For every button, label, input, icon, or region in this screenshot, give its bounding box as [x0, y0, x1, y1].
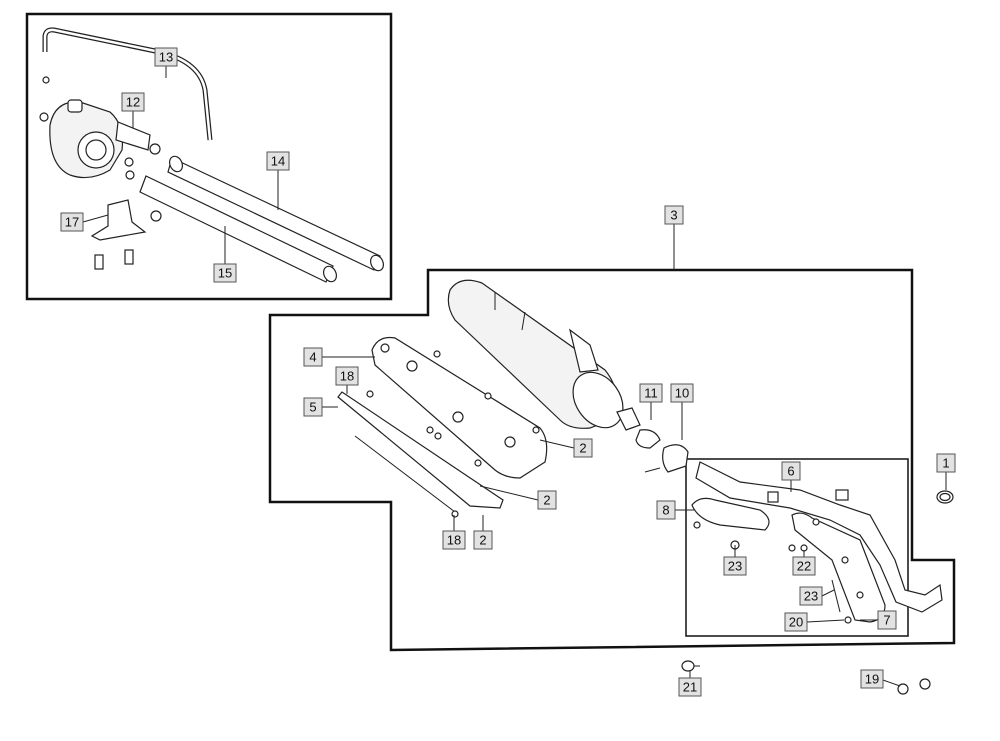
callout-6: 6 [781, 461, 801, 481]
callout-7: 7 [877, 610, 897, 630]
svg-text:3: 3 [670, 208, 677, 223]
svg-text:13: 13 [159, 50, 173, 65]
callout-23-right: 23 [799, 586, 823, 606]
part-15-pipe [139, 175, 338, 283]
svg-text:1: 1 [942, 456, 949, 471]
exhaust-assembly-frame [268, 268, 956, 652]
part-7-heat-shield [791, 512, 886, 623]
part-17-bracket [90, 199, 162, 270]
svg-text:2: 2 [543, 493, 550, 508]
part-4-heat-shield [371, 336, 548, 479]
part-12-air-valve [39, 99, 161, 180]
svg-text:5: 5 [309, 400, 316, 415]
svg-text:23: 23 [804, 589, 818, 604]
part-5-strip [337, 390, 504, 518]
callout-5: 5 [303, 397, 323, 417]
air-injection-frame [25, 12, 393, 301]
svg-text:21: 21 [683, 680, 697, 695]
svg-text:11: 11 [644, 386, 658, 401]
part-8-flange [691, 497, 770, 550]
part-19-bolts [897, 678, 931, 695]
callout-4: 4 [303, 347, 323, 367]
svg-text:18: 18 [340, 369, 354, 384]
svg-text:10: 10 [675, 386, 689, 401]
callout-18-bottom: 18 [442, 530, 466, 550]
part-10-clamp [644, 444, 689, 473]
svg-text:7: 7 [883, 613, 890, 628]
callout-2-right: 2 [573, 438, 593, 458]
svg-text:14: 14 [271, 154, 285, 169]
svg-text:8: 8 [662, 503, 669, 518]
header-pipe-frame [685, 458, 909, 637]
callout-17: 17 [60, 212, 84, 232]
part-21-nut [681, 660, 700, 672]
svg-text:23: 23 [728, 559, 742, 574]
leader-lines [82, 66, 947, 687]
callout-19: 19 [860, 669, 884, 689]
callout-3: 3 [664, 205, 684, 225]
callout-8: 8 [656, 500, 676, 520]
callout-14: 14 [266, 151, 290, 171]
callout-15: 15 [213, 263, 237, 283]
part-3-muffler [447, 279, 624, 429]
svg-text:22: 22 [797, 559, 811, 574]
callout-18-top: 18 [335, 366, 359, 386]
callout-21: 21 [678, 677, 702, 697]
svg-text:17: 17 [65, 215, 79, 230]
hardware-small-parts [788, 544, 852, 624]
callout-20: 20 [784, 612, 808, 632]
svg-text:6: 6 [787, 464, 794, 479]
callout-10: 10 [670, 383, 694, 403]
callout-22: 22 [792, 556, 816, 576]
svg-text:12: 12 [126, 95, 140, 110]
callout-23-left: 23 [723, 556, 747, 576]
svg-text:15: 15 [218, 266, 232, 281]
part-6-header-pipe [695, 461, 943, 613]
callout-11: 11 [639, 383, 663, 403]
part-11-tailpipe [616, 407, 661, 449]
svg-text:18: 18 [447, 533, 461, 548]
svg-text:4: 4 [309, 350, 316, 365]
part-14-pipe [167, 155, 385, 272]
callout-13: 13 [154, 47, 178, 67]
svg-text:19: 19 [865, 672, 879, 687]
callout-2-middle: 2 [537, 490, 557, 510]
callout-2-bottom: 2 [473, 530, 493, 550]
callout-1: 1 [936, 453, 956, 473]
svg-text:2: 2 [479, 533, 486, 548]
part-1-gasket-ring [936, 490, 954, 504]
svg-text:20: 20 [789, 615, 803, 630]
svg-text:2: 2 [579, 441, 586, 456]
callout-12: 12 [121, 92, 145, 112]
